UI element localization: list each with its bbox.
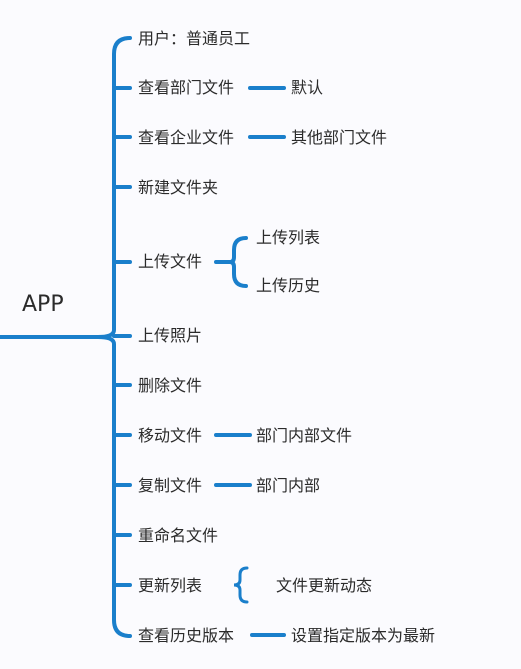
root-node-label: APP [22,292,64,317]
child-default: 默认 [291,78,324,97]
branch-view-company-files: 查看企业文件 [138,128,235,147]
branch-move-file: 移动文件 [138,426,203,445]
branch-upload-photo: 上传照片 [138,326,203,345]
branch-new-folder: 新建文件夹 [138,178,219,197]
child-file-update-feed: 文件更新动态 [276,576,373,595]
branch-rename-file: 重命名文件 [138,526,219,545]
main-bracket [96,36,132,638]
upload-bracket [214,236,248,288]
branch-view-dept-files: 查看部门文件 [138,78,235,97]
child-dept-internal: 部门内部 [256,476,321,495]
child-set-version-latest: 设置指定版本为最新 [291,626,436,645]
child-upload-history: 上传历史 [256,276,321,295]
child-upload-list: 上传列表 [256,228,321,247]
update-brace [233,566,249,604]
branch-copy-file: 复制文件 [138,476,203,495]
child-other-dept-files: 其他部门文件 [291,128,388,147]
branch-delete-file: 删除文件 [138,376,203,395]
branch-update-list: 更新列表 [138,576,203,595]
branch-view-history-version: 查看历史版本 [138,626,235,645]
branch-upload-file: 上传文件 [138,252,203,271]
child-dept-internal-files: 部门内部文件 [256,426,353,445]
branch-user-role: 用户：普通员工 [138,29,251,48]
